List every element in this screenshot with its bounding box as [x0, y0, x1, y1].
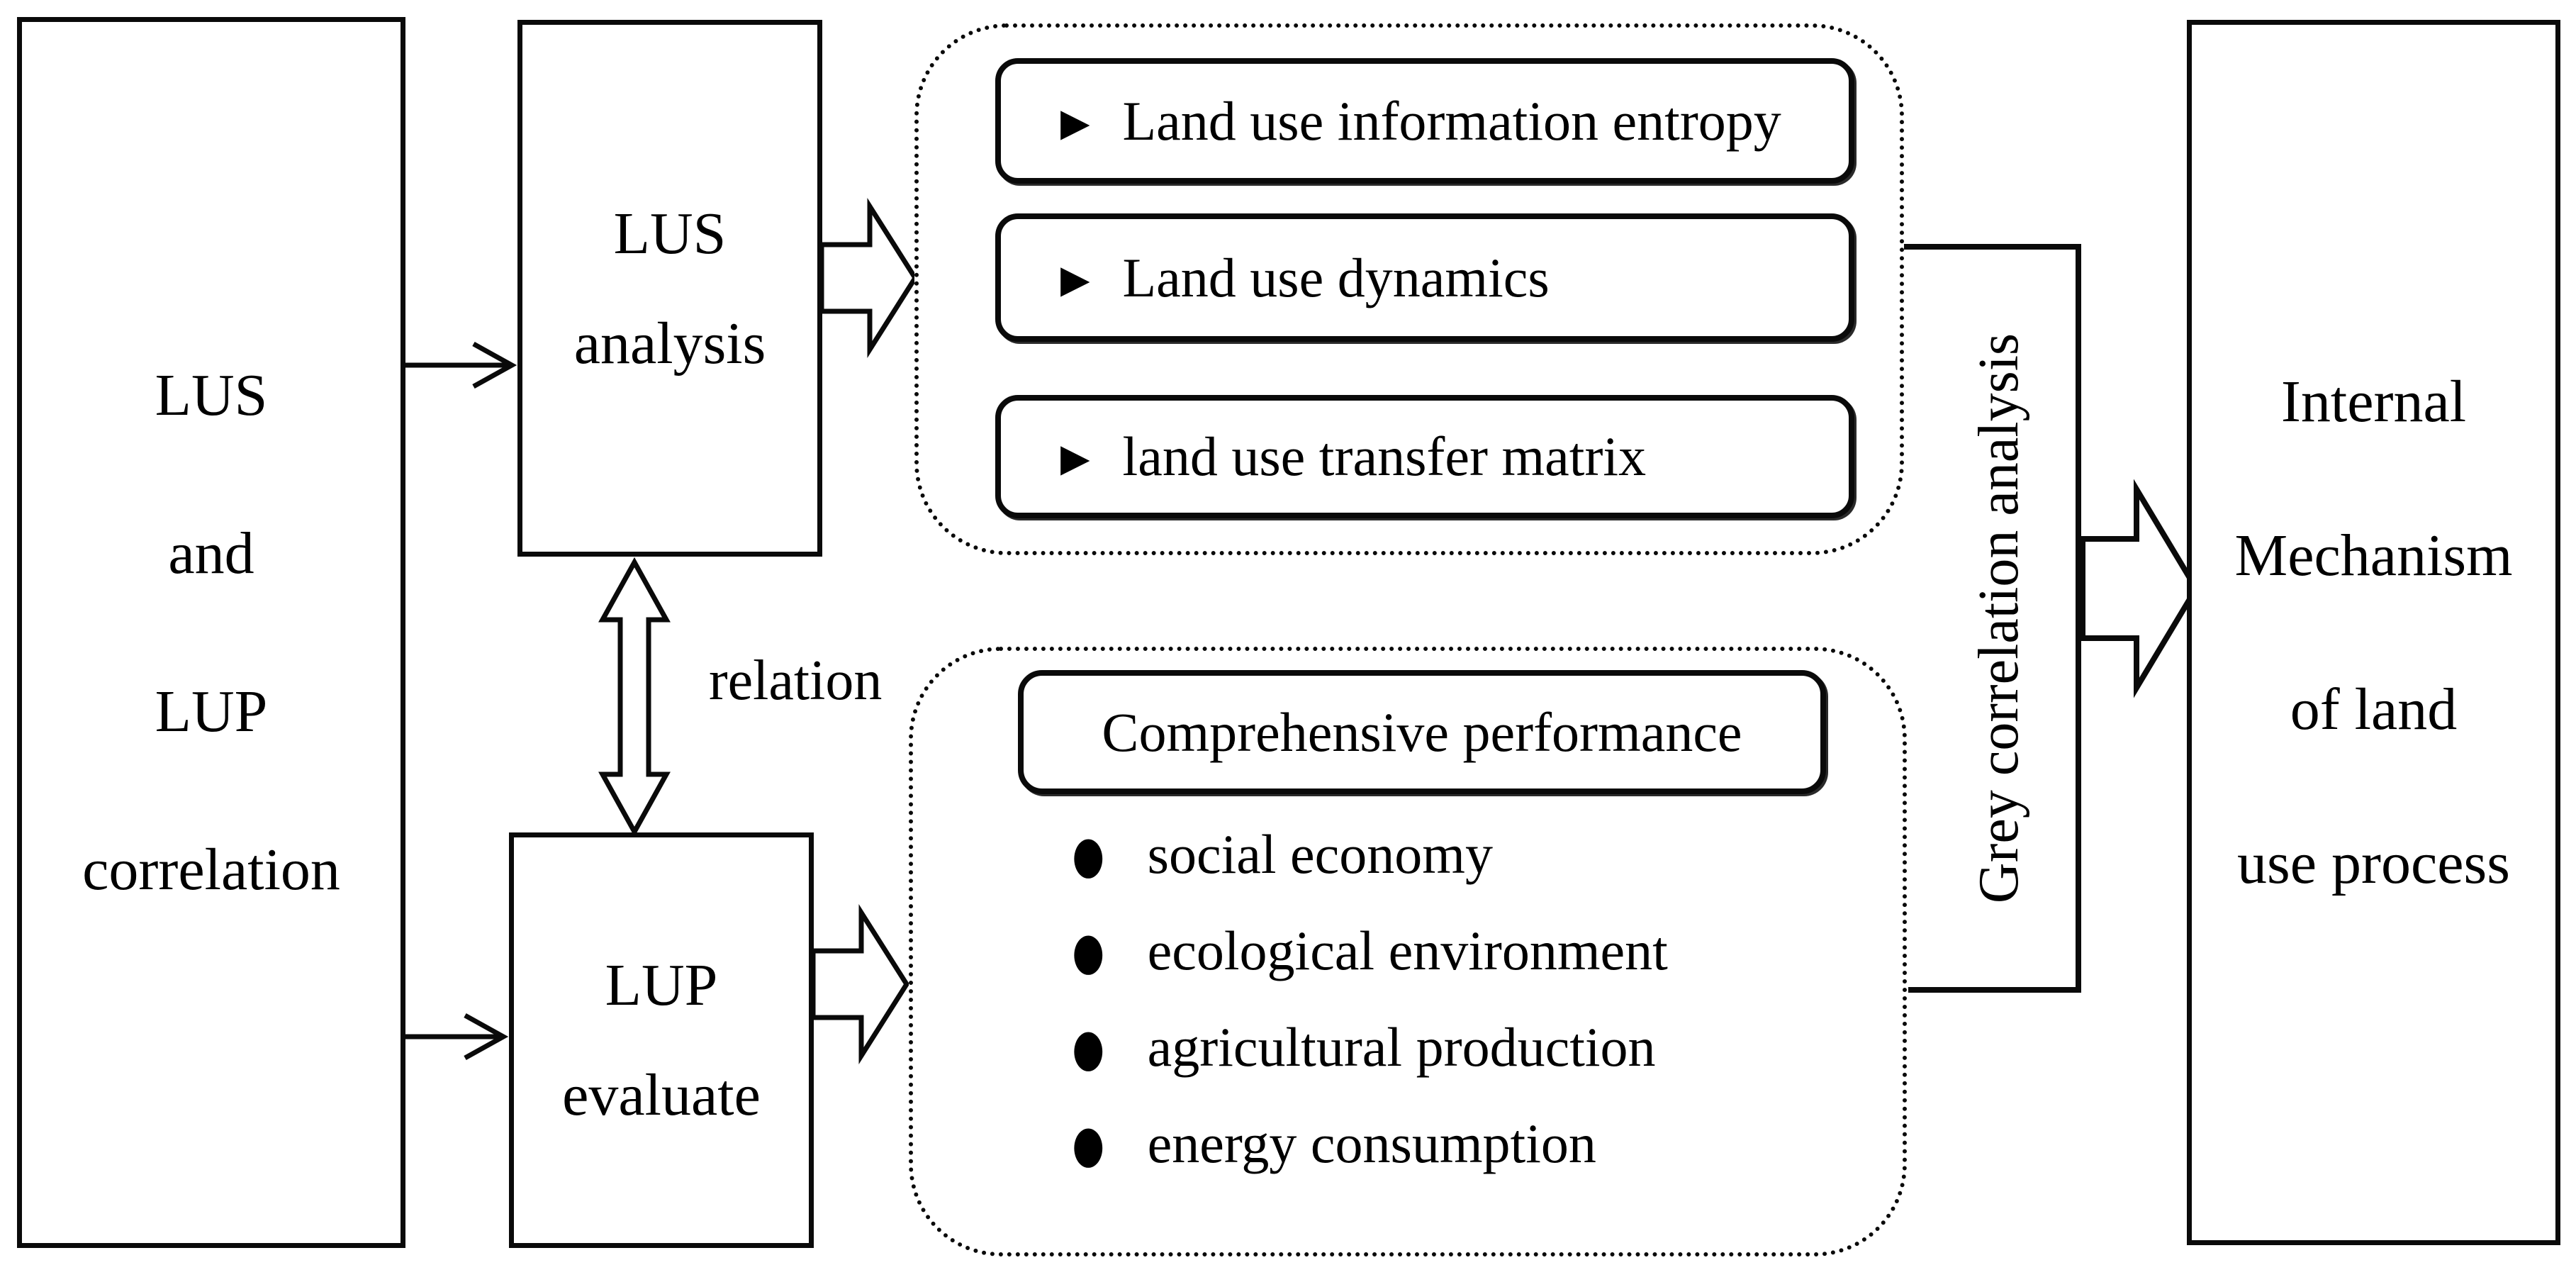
- circle-bullet-icon: ●: [1072, 824, 1105, 885]
- circle-bullet-icon: ●: [1072, 1113, 1105, 1174]
- lus-lup-correlation-line: and: [168, 520, 254, 586]
- lup-evaluate-box: LUP evaluate: [509, 832, 814, 1248]
- bullet-item-label: social economy: [1147, 823, 1493, 885]
- lus-analysis-box: LUS analysis: [517, 20, 822, 557]
- block-arrow-lus-to-top-panel-icon: [819, 197, 919, 359]
- comprehensive-performance-box: Comprehensive performance: [1018, 670, 1826, 794]
- triangle-bullet-icon: ▶: [1060, 435, 1090, 480]
- bracket-bottom-line: [1908, 987, 2081, 993]
- internal-mechanism-line: use process: [2237, 830, 2510, 896]
- circle-bullet-icon: ●: [1072, 1017, 1105, 1078]
- lus-lup-correlation-line: LUS: [155, 362, 268, 428]
- result-item-label: land use transfer matrix: [1122, 425, 1647, 487]
- arrow-left-to-lup-evaluate-icon: [404, 1013, 509, 1061]
- relation-label: relation: [709, 650, 883, 712]
- bullet-item-label: ecological environment: [1147, 920, 1668, 981]
- block-arrow-to-internal-mechanism-icon: [2080, 479, 2200, 698]
- lus-analysis-line: LUS: [613, 200, 727, 267]
- bullet-item-energy-consumption: ● energy consumption: [1070, 1105, 1596, 1183]
- circle-bullet-icon: ●: [1072, 920, 1105, 981]
- lus-analysis-line: analysis: [573, 310, 766, 377]
- internal-mechanism-line: Mechanism: [2234, 523, 2513, 589]
- result-item-label: Land use information entropy: [1122, 89, 1781, 152]
- block-arrow-lup-to-bottom-panel-icon: [810, 903, 910, 1065]
- internal-mechanism-line: Internal: [2280, 369, 2467, 435]
- lus-lup-correlation-line: LUP: [155, 679, 268, 745]
- bullet-item-label: agricultural production: [1147, 1016, 1656, 1078]
- bullet-item-label: energy consumption: [1147, 1113, 1596, 1174]
- internal-mechanism-line: of land: [2290, 676, 2458, 742]
- internal-mechanism-box: Internal Mechanism of land use process: [2187, 20, 2560, 1245]
- comprehensive-performance-label: Comprehensive performance: [1102, 701, 1742, 763]
- bracket-vertical-line: [2076, 244, 2081, 993]
- bullet-item-agricultural-production: ● agricultural production: [1070, 1008, 1656, 1086]
- lus-lup-correlation-line: correlation: [82, 837, 340, 903]
- result-item-transfer-matrix: ▶ land use transfer matrix: [995, 395, 1854, 518]
- triangle-bullet-icon: ▶: [1060, 256, 1090, 301]
- bracket-top-line: [1904, 244, 2081, 250]
- triangle-bullet-icon: ▶: [1060, 99, 1090, 145]
- arrow-left-to-lus-analysis-icon: [404, 341, 517, 389]
- result-item-information-entropy: ▶ Land use information entropy: [995, 58, 1854, 184]
- bullet-item-ecological-environment: ● ecological environment: [1070, 912, 1668, 990]
- bullet-item-social-economy: ● social economy: [1070, 815, 1493, 893]
- result-item-label: Land use dynamics: [1122, 246, 1550, 308]
- lup-evaluate-line: LUP: [605, 952, 718, 1018]
- lup-evaluate-line: evaluate: [562, 1062, 761, 1128]
- lus-lup-correlation-box: LUS and LUP correlation: [17, 17, 405, 1248]
- double-arrow-relation-icon: [598, 557, 671, 837]
- result-item-land-use-dynamics: ▶ Land use dynamics: [995, 213, 1854, 342]
- grey-correlation-analysis-label: Grey correlation analysis: [1968, 333, 2030, 904]
